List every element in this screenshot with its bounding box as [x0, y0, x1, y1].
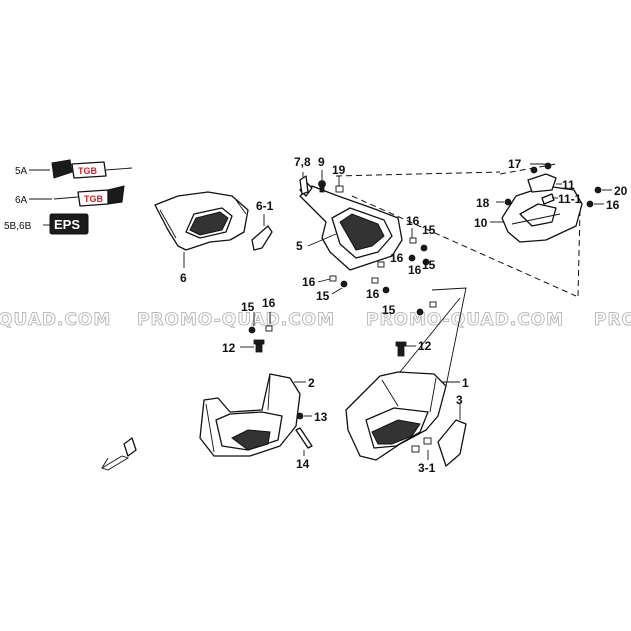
- callout-17: 17: [508, 157, 522, 171]
- callout-18: 18: [476, 196, 490, 210]
- callout-3: 3: [456, 393, 463, 407]
- callout-5: 5: [296, 239, 303, 253]
- part-14-strip[interactable]: [295, 427, 313, 449]
- callout-9: 9: [318, 155, 325, 169]
- part-11-1-clip[interactable]: [541, 193, 555, 205]
- part-20-screw[interactable]: [586, 186, 602, 208]
- assembly-reference-lines: [335, 163, 581, 297]
- watermark-band: QUAD.COM PROMO-QUAD.COM PROMO-QUAD.COM P…: [0, 310, 631, 331]
- part-18-clip[interactable]: [504, 198, 512, 206]
- part-3-1-clip[interactable]: [411, 437, 432, 453]
- callout-6-1: 6-1: [256, 199, 274, 213]
- part-2-left-footrest[interactable]: [199, 373, 301, 457]
- part-12-bolt-right[interactable]: [395, 301, 437, 357]
- part-5-center-panel[interactable]: [299, 181, 403, 271]
- callout-5b-6b: 5B,6B: [4, 221, 32, 232]
- callout-15: 15: [241, 300, 255, 314]
- callout-12: 12: [418, 339, 432, 353]
- part-10-rear-cover[interactable]: [501, 185, 583, 243]
- callout-16: 16: [606, 198, 620, 212]
- callout-16: 16: [262, 296, 276, 310]
- callout-11-1: 11-1: [558, 192, 582, 206]
- callout-12: 12: [222, 341, 236, 355]
- part-6-left-cover[interactable]: [154, 191, 249, 251]
- callout-1: 1: [462, 376, 469, 390]
- part-9-bolt[interactable]: [318, 180, 326, 193]
- callout-19: 19: [332, 163, 346, 177]
- callout-16: 16: [408, 263, 422, 277]
- fastener-group-left[interactable]: [240, 312, 273, 353]
- front-direction-arrow-icon: [100, 437, 137, 471]
- part-6-1-pad[interactable]: [251, 225, 273, 251]
- decal-5b-6b[interactable]: EPS: [43, 213, 89, 235]
- callout-2: 2: [308, 376, 315, 390]
- callout-16: 16: [302, 275, 316, 289]
- decal-logo-text: TGB: [78, 166, 97, 176]
- part-7-8-clip[interactable]: [299, 175, 309, 195]
- part-3-side-panel[interactable]: [437, 419, 467, 467]
- watermark-text: PROMO-QUAD.COM: [137, 310, 335, 330]
- fastener-group-upper[interactable]: [317, 228, 430, 295]
- callout-11: 11: [562, 178, 575, 192]
- decal-logo-text: TGB: [84, 194, 103, 204]
- callout-15: 15: [382, 303, 396, 317]
- callout-15: 15: [316, 289, 330, 303]
- watermark-text: QUAD.COM: [0, 310, 111, 330]
- callout-20: 20: [614, 184, 628, 198]
- callout-6: 6: [180, 271, 187, 285]
- watermark-text: PROMO-QUAD.COM: [366, 310, 564, 330]
- callout-16: 16: [366, 287, 380, 301]
- callout-6a: 6A: [15, 195, 28, 206]
- eps-logo-text: EPS: [54, 217, 80, 232]
- callout-10: 10: [474, 216, 488, 230]
- callout-3-1: 3-1: [418, 461, 436, 475]
- part-1-right-footrest[interactable]: [345, 287, 467, 461]
- part-13-clip[interactable]: [296, 412, 304, 420]
- decal-6a[interactable]: TGB: [29, 185, 125, 207]
- callout-15: 15: [422, 258, 436, 272]
- part-19-nut[interactable]: [335, 185, 344, 193]
- callout-13: 13: [314, 410, 328, 424]
- part-11-bracket[interactable]: [527, 162, 557, 193]
- decal-5a[interactable]: TGB: [29, 159, 133, 179]
- callout-16: 16: [390, 251, 404, 265]
- callout-14: 14: [296, 457, 310, 471]
- callout-7-8: 7,8: [294, 155, 311, 169]
- watermark-text: PRO: [594, 310, 631, 330]
- callout-5a: 5A: [15, 166, 28, 177]
